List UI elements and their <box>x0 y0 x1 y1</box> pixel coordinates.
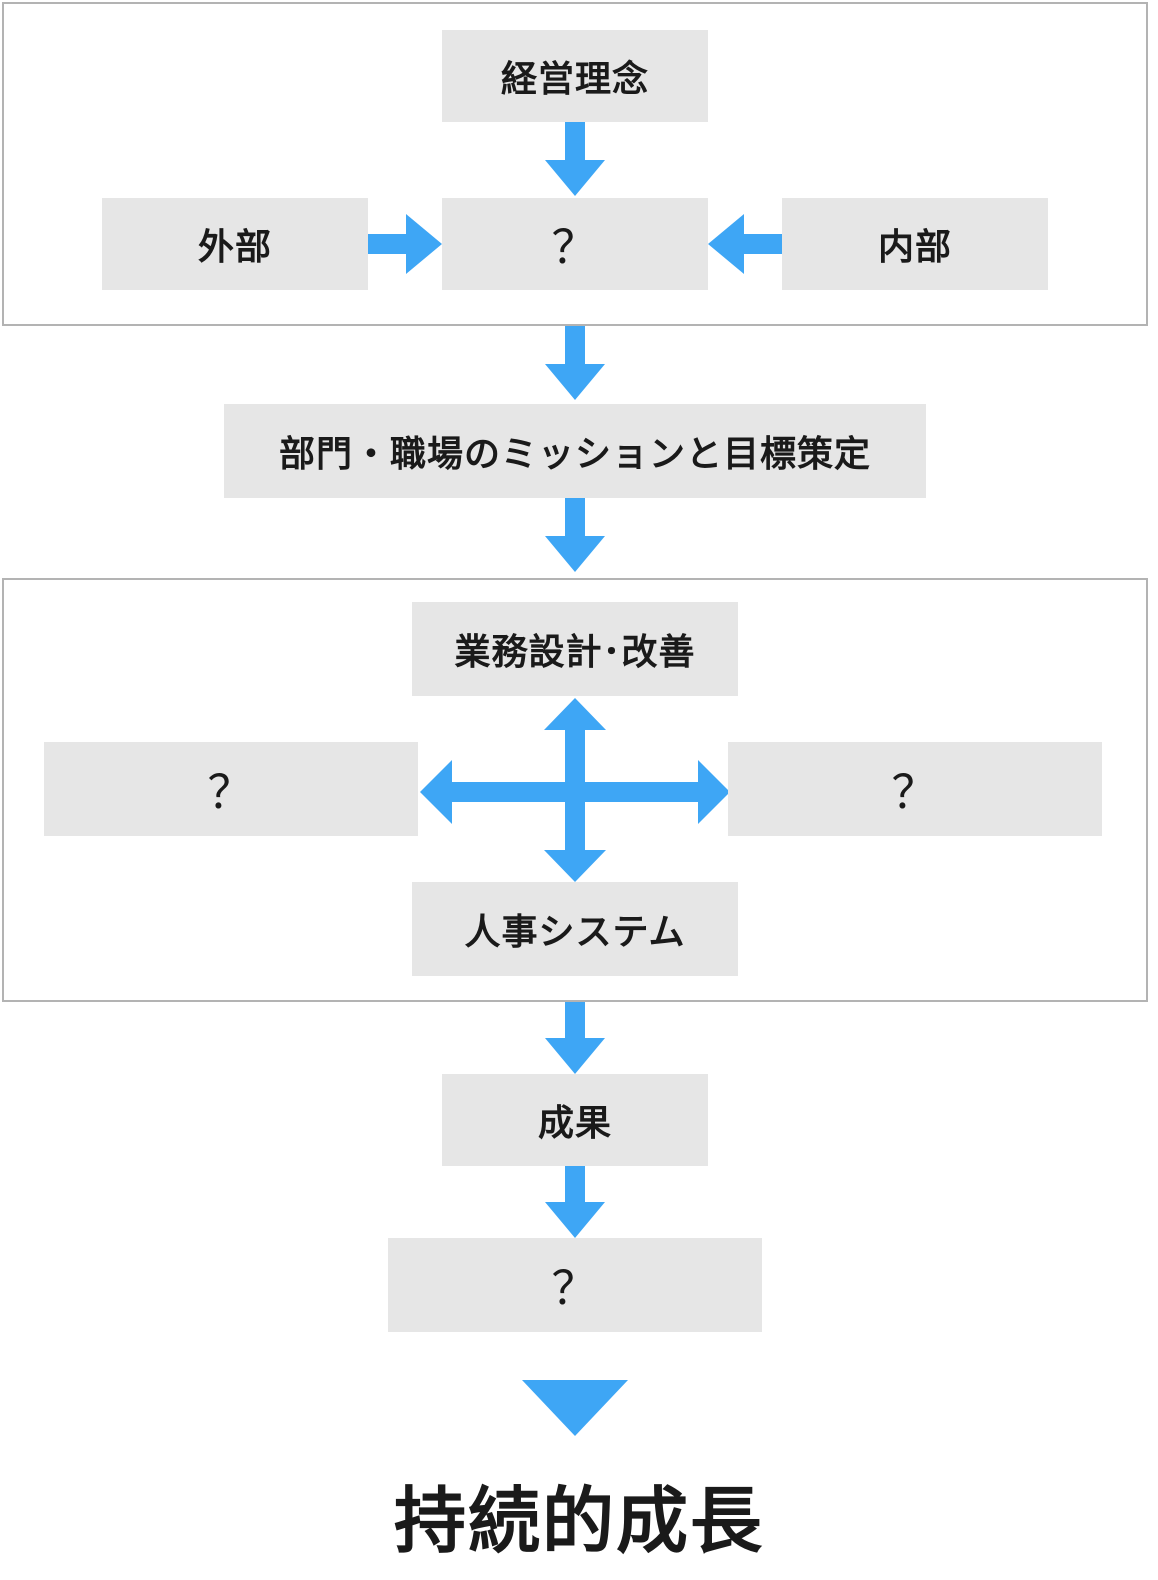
node-philosophy: 経営理念 <box>442 30 708 122</box>
node-hr-system: 人事システム <box>412 882 738 976</box>
arrow-mission-to-middle <box>545 498 605 572</box>
arrow-top-to-mission <box>545 326 605 400</box>
arrow-to-outcome <box>522 1380 628 1436</box>
node-work-design: 業務設計･改善 <box>412 602 738 696</box>
node-internal: 内部 <box>782 198 1048 290</box>
arrow-middle-to-results <box>545 1002 605 1074</box>
middle-group-frame <box>2 578 1148 1002</box>
arrow-cross <box>420 698 730 882</box>
arrow-internal-to-center <box>708 214 782 274</box>
node-bottom-unknown: ？ <box>388 1238 762 1332</box>
arrow-results-to-unknown <box>545 1166 605 1238</box>
node-left-unknown: ？ <box>44 742 418 836</box>
node-external: 外部 <box>102 198 368 290</box>
node-right-unknown: ？ <box>728 742 1102 836</box>
node-mission: 部門・職場のミッションと目標策定 <box>224 404 926 498</box>
node-results: 成果 <box>442 1074 708 1166</box>
arrow-external-to-center <box>368 214 442 274</box>
outcome-label: 持続的成長 <box>393 1478 764 1563</box>
node-center-unknown: ？ <box>442 198 708 290</box>
arrow-philosophy-to-center <box>545 122 605 196</box>
top-group-frame <box>2 2 1148 326</box>
